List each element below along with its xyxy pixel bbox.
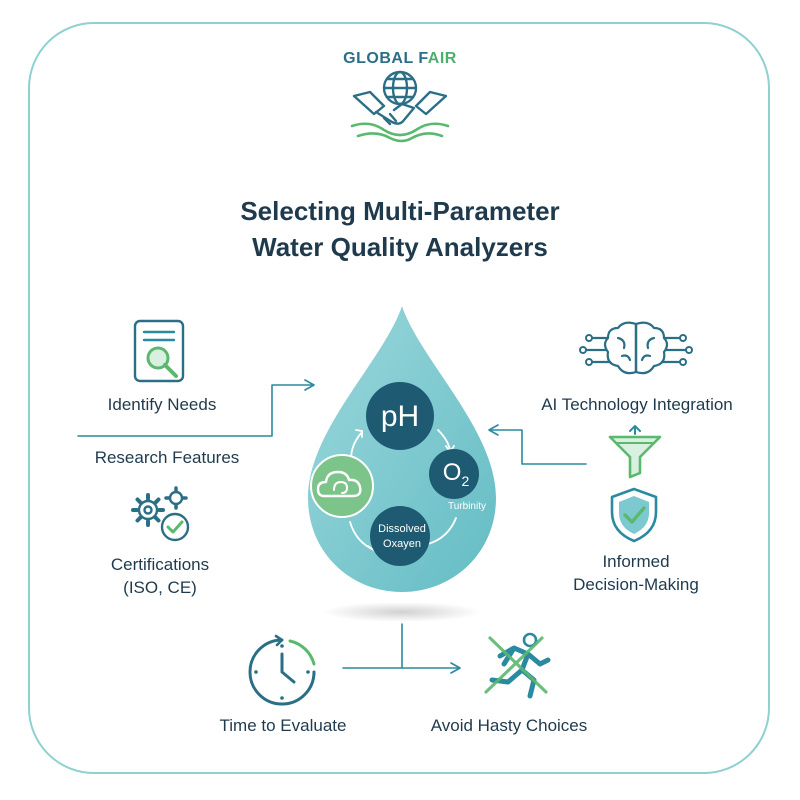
- certifications-label: Certifications (ISO, CE): [70, 553, 250, 599]
- o2-circle: [429, 449, 479, 499]
- certifications-line-2: (ISO, CE): [123, 578, 197, 597]
- gears-check-icon: [131, 486, 190, 542]
- left-connector: [77, 384, 313, 437]
- brain-circuit-icon: [579, 321, 693, 375]
- document-search-icon: [133, 319, 185, 383]
- running-person-crossed-icon: [484, 632, 551, 699]
- brand-name: GLOBAL FAIR: [300, 50, 500, 68]
- ph-label: pH: [380, 400, 420, 433]
- research-features-label: Research Features: [94, 448, 240, 467]
- o2-label: O2: [438, 458, 474, 496]
- title-line-2: Water Quality Analyzers: [252, 232, 548, 262]
- ai-integration-label: AI Technology Integration: [541, 395, 733, 414]
- brand-name-part1: GLOBAL F: [343, 50, 428, 67]
- identify-needs-label: Identify Needs: [107, 395, 217, 414]
- funnel-icon: [608, 425, 662, 479]
- avoid-hasty-choices-label: Avoid Hasty Choices: [430, 716, 588, 735]
- o2-subscript: 2: [461, 472, 470, 489]
- title-line-1: Selecting Multi-Parameter: [240, 196, 560, 226]
- ph-circle: [366, 382, 434, 450]
- right-connector: [489, 429, 587, 465]
- o2-main: O: [442, 459, 462, 486]
- informed-line-2: Decision-Making: [573, 575, 699, 594]
- page-title: Selecting Multi-Parameter Water Quality …: [120, 193, 680, 265]
- shield-check-icon: [610, 487, 658, 543]
- brand-name-part2: AIR: [427, 50, 457, 67]
- certifications-line-1: Certifications: [110, 555, 210, 574]
- dissolved-oxygen-circle: [370, 506, 430, 566]
- cloud-icon: [316, 470, 362, 498]
- turbidity-label: Turbinity: [448, 501, 486, 512]
- informed-line-1: Informed: [602, 552, 670, 571]
- time-to-evaluate-label: Time to Evaluate: [219, 716, 347, 735]
- globe-handshake-icon: [350, 70, 450, 143]
- informed-decision-label: Informed Decision-Making: [548, 550, 724, 596]
- dissolved-line-1: Dissolved: [378, 523, 426, 535]
- dissolved-line-2: Oxayen: [383, 538, 421, 550]
- water-drop: [308, 306, 496, 622]
- clock-icon: [248, 634, 316, 706]
- dissolved-oxygen-label: Dissolved Oxayen: [368, 522, 436, 552]
